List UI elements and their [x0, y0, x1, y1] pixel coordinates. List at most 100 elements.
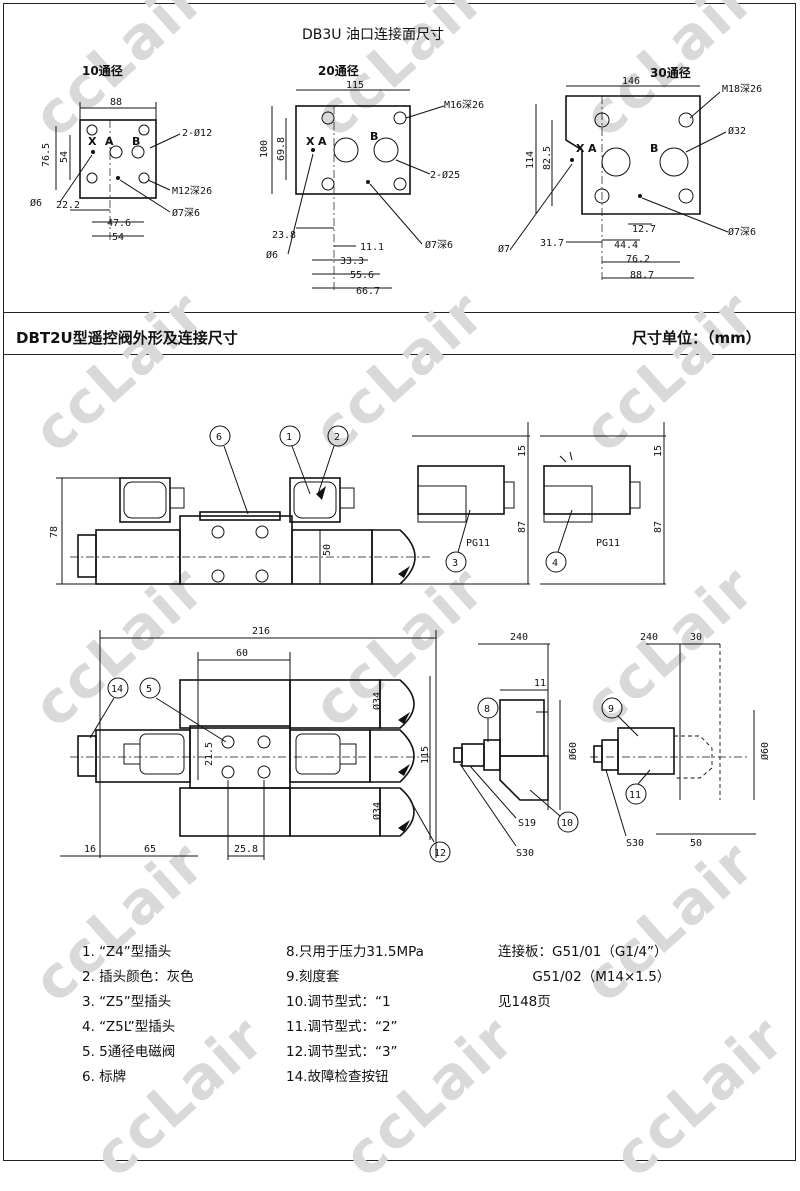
svg-text:54: 54 — [112, 232, 124, 243]
svg-text:22.2: 22.2 — [56, 200, 80, 211]
view-title-20: 20通径 — [318, 64, 359, 78]
svg-text:Ø7深6: Ø7深6 — [728, 226, 756, 238]
svg-text:16: 16 — [84, 844, 96, 855]
svg-text:S30: S30 — [516, 848, 534, 859]
svg-text:21.5: 21.5 — [204, 742, 215, 766]
side-view-1: 240 11 Ø60 8 10 S19 S30 — [453, 632, 579, 859]
legend-item: 3. “Z5”型插头 — [82, 994, 172, 1010]
svg-text:47.6: 47.6 — [107, 218, 131, 229]
svg-text:146: 146 — [622, 76, 640, 87]
legend-item: 1. “Z4”型插头 — [82, 944, 172, 960]
svg-text:Ø34: Ø34 — [371, 692, 383, 710]
svg-text:A: A — [588, 142, 597, 155]
svg-text:87: 87 — [517, 521, 528, 533]
svg-text:PG11: PG11 — [466, 538, 490, 549]
svg-text:76.5: 76.5 — [41, 143, 52, 167]
legend-item: 6. 标牌 — [82, 1069, 127, 1085]
plan-view: 216 60 Ø34 21.5 Ø34 115 16 — [60, 626, 451, 863]
svg-text:Ø60: Ø60 — [759, 742, 771, 760]
divider-header — [3, 354, 796, 355]
legend-item: 见148页 — [498, 994, 551, 1010]
legend-item: G51/02（M14×1.5） — [498, 969, 671, 985]
svg-text:240: 240 — [640, 632, 658, 643]
svg-text:23.8: 23.8 — [272, 230, 296, 241]
view-title-10: 10通径 — [82, 64, 123, 78]
svg-text:44.4: 44.4 — [614, 240, 638, 251]
callout-8: 8 — [484, 704, 490, 715]
legend-item: 8.只用于压力31.5MPa — [286, 944, 424, 960]
callout-3: 3 — [452, 558, 458, 569]
legend-item: 9.刻度套 — [286, 969, 340, 985]
svg-text:M12深26: M12深26 — [172, 185, 212, 197]
svg-text:25.8: 25.8 — [234, 844, 258, 855]
callout-11: 12 — [434, 848, 446, 859]
svg-text:100: 100 — [259, 140, 270, 158]
legend-item: 12.调节型式：“3” — [286, 1044, 398, 1060]
svg-text:88.7: 88.7 — [630, 270, 654, 281]
svg-text:A: A — [318, 135, 327, 148]
svg-text:50: 50 — [322, 544, 333, 556]
svg-text:S19: S19 — [518, 818, 536, 829]
callout-1: 1 — [286, 432, 292, 443]
svg-text:Ø60: Ø60 — [567, 742, 579, 760]
svg-text:65: 65 — [144, 844, 156, 855]
svg-text:55.6: 55.6 — [350, 270, 374, 281]
svg-text:A: A — [105, 135, 114, 148]
divider-top — [3, 312, 796, 313]
svg-text:B: B — [132, 135, 140, 148]
view-20-bore: 115 100 69.8 X A B M16深26 2-Ø25 23.8 11.… — [259, 80, 484, 297]
svg-text:Ø34: Ø34 — [371, 802, 383, 820]
page-frame — [3, 3, 796, 1161]
legend-item: 连接板：G51/01（G1/4”） — [498, 944, 668, 960]
legend-item: 5. 5通径电磁阀 — [82, 1044, 176, 1060]
view-10-bore: 88 76.5 54 X A B 2-Ø12 Ø6 M12深26 22.2 47… — [30, 97, 212, 243]
side-view-2: 240 30 Ø60 9 11 S30 50 — [590, 632, 771, 849]
svg-text:240: 240 — [510, 632, 528, 643]
svg-text:114: 114 — [525, 151, 536, 169]
svg-text:31.7: 31.7 — [540, 238, 564, 249]
legend-item: 10.调节型式：“1 — [286, 994, 391, 1010]
svg-text:216: 216 — [252, 626, 270, 637]
svg-text:54: 54 — [59, 151, 70, 163]
svg-text:115: 115 — [346, 80, 364, 91]
view-30-bore: 146 114 82.5 X A B M18深26 Ø32 Ø7 31.7 44… — [498, 76, 762, 282]
view-title-30: 30通径 — [650, 66, 691, 80]
svg-text:50: 50 — [690, 838, 702, 849]
callout-4: 4 — [552, 558, 558, 569]
svg-text:11: 11 — [534, 678, 546, 689]
front-elevation: 78 50 6 1 2 15 87 PG11 3 — [49, 422, 666, 585]
svg-text:Ø32: Ø32 — [728, 125, 746, 137]
svg-text:X: X — [576, 142, 585, 155]
svg-text:Ø6: Ø6 — [30, 197, 42, 209]
svg-text:B: B — [650, 142, 658, 155]
callout-10: 10 — [561, 818, 573, 829]
svg-text:2-Ø12: 2-Ø12 — [182, 127, 212, 139]
svg-text:Ø7深6: Ø7深6 — [172, 207, 200, 219]
svg-text:B: B — [370, 130, 378, 143]
svg-text:S30: S30 — [626, 838, 644, 849]
callout-6: 6 — [216, 432, 222, 443]
dim-88: 88 — [110, 97, 122, 108]
svg-text:11.1: 11.1 — [360, 242, 384, 253]
svg-text:115: 115 — [420, 746, 431, 764]
svg-text:Ø7深6: Ø7深6 — [425, 239, 453, 251]
svg-text:87: 87 — [653, 521, 664, 533]
svg-text:78: 78 — [49, 526, 60, 538]
svg-text:X: X — [88, 135, 97, 148]
svg-text:33.3: 33.3 — [340, 256, 364, 267]
legend-item: 11.调节型式：“2” — [286, 1019, 398, 1035]
callout-12: 11 — [629, 790, 641, 801]
svg-text:76.2: 76.2 — [626, 254, 650, 265]
svg-text:M16深26: M16深26 — [444, 99, 484, 111]
svg-text:M18深26: M18深26 — [722, 83, 762, 95]
callout-9: 9 — [608, 704, 614, 715]
callout-5: 5 — [146, 684, 152, 695]
svg-text:15: 15 — [653, 445, 664, 457]
callout-14: 14 — [111, 684, 123, 695]
svg-text:Ø7: Ø7 — [498, 243, 510, 255]
svg-text:30: 30 — [690, 632, 702, 643]
legend-item: 4. “Z5L”型插头 — [82, 1019, 176, 1035]
svg-text:15: 15 — [517, 445, 528, 457]
callout-2: 2 — [334, 432, 340, 443]
section2-title: DBT2U型遥控阀外形及连接尺寸 — [16, 329, 238, 347]
